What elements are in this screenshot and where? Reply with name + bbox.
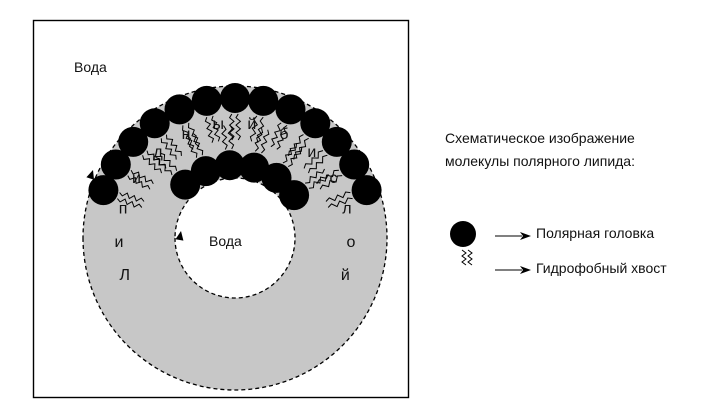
outer-lipid-tail xyxy=(182,125,194,150)
outer-lipid-tail xyxy=(316,169,339,185)
outer-lipid-tail xyxy=(325,191,351,202)
outer-lipid-tail xyxy=(235,113,242,141)
inner-lipid-tail xyxy=(254,127,264,152)
outer-lipid-head xyxy=(339,149,370,180)
outer-lipid-tail xyxy=(293,137,309,160)
outer-lipid-tail xyxy=(319,175,343,190)
inner-layer-arrow xyxy=(175,231,184,241)
outer-lipid-tail xyxy=(270,122,282,148)
outer-lipid-head xyxy=(191,85,222,116)
outer-lipid-tail xyxy=(166,134,182,156)
bilayer-label-letter: и xyxy=(307,144,316,161)
inner-lipid-head xyxy=(190,156,221,187)
legend-polar-head-label: Полярная головка xyxy=(536,225,655,241)
diagram-frame xyxy=(32,19,410,399)
outer-lipid-tail xyxy=(276,124,288,150)
outer-lipid-tail xyxy=(249,115,258,142)
legend-title-line-1: Схематическое изображение xyxy=(445,130,635,146)
outer-lipid-head xyxy=(100,149,131,180)
bilayer-label-letter: п xyxy=(119,201,128,218)
outer-lipid-tail xyxy=(130,169,154,185)
bilayer-label-letter: д xyxy=(153,144,163,161)
outer-lipid-tail xyxy=(127,175,151,190)
outer-lipid-head xyxy=(300,108,331,139)
outer-lipid-tail xyxy=(308,154,328,174)
outer-lipid-tail xyxy=(204,117,215,143)
bilayer-label-letter: й xyxy=(247,116,256,133)
outer-lipid-tail xyxy=(256,116,265,143)
legend-polar-head-icon xyxy=(450,221,476,247)
inner-lipid-tail xyxy=(287,146,303,168)
inner-lipid-tail xyxy=(192,132,204,156)
bilayer-label-letter: б xyxy=(279,126,288,143)
inner-lipid-tail xyxy=(227,124,235,150)
outer-layer-arrow xyxy=(86,170,94,180)
arrow-icon xyxy=(495,232,531,240)
inner-lipid-tail xyxy=(282,143,297,164)
outer-lipid-tail xyxy=(142,155,162,174)
inner-lipid-tail xyxy=(160,152,178,171)
bilayer-label-letter: и xyxy=(132,170,141,187)
bilayer-label-letter: н xyxy=(182,126,191,143)
outer-lipid-tail xyxy=(327,197,353,208)
inner-lipid-head xyxy=(214,150,245,181)
outer-lipid-head xyxy=(275,94,306,125)
inner-lipid-tail xyxy=(305,168,325,184)
legend-tail-icon xyxy=(461,249,473,266)
legend-title-line-2: молекулы полярного липида: xyxy=(445,153,635,169)
outer-lipid-head xyxy=(351,175,382,206)
inner-lipid-tail xyxy=(308,173,329,189)
outer-lipid-tail xyxy=(187,122,200,148)
bilayer-label-letter: ы xyxy=(212,116,224,133)
hydrophobic-tails xyxy=(117,113,353,208)
inner-lipid-tail xyxy=(260,129,270,154)
bilayer-label-letter: л xyxy=(342,201,351,218)
outer-lipid-head xyxy=(118,126,149,157)
inner-lipid-tail xyxy=(186,135,198,158)
inner-lipid-tail xyxy=(155,157,173,176)
outer-lipid-tail xyxy=(119,192,145,202)
outer-lipid-head xyxy=(164,94,195,125)
arrow-icon xyxy=(495,266,531,274)
outer-lipid-head xyxy=(220,83,250,113)
outer-lipid-head xyxy=(139,108,170,139)
inner-lipid-tail xyxy=(221,125,228,150)
outer-lipid-tail xyxy=(303,150,324,169)
bilayer-label-letter: й xyxy=(341,267,350,284)
outer-lipid-tail xyxy=(211,115,221,142)
water-outer-label: Вода xyxy=(74,59,107,75)
water-inner-label: Вода xyxy=(209,233,242,249)
inner-lipid-head xyxy=(279,180,310,211)
outer-lipid-head xyxy=(321,126,352,157)
outer-lipid-tail xyxy=(288,134,304,156)
outer-lipid-tail xyxy=(117,198,143,208)
outer-lipid-tail xyxy=(228,113,235,141)
polar-heads xyxy=(88,83,382,211)
bilayer-label-letter: и xyxy=(115,234,124,251)
legend-tail-label: Гидрофобный хвост xyxy=(536,260,667,276)
outer-lipid-head xyxy=(88,175,119,206)
bilayer-label-letter: с xyxy=(330,170,338,187)
bilayer-label-letter: о xyxy=(347,234,356,251)
outer-lipid-head xyxy=(248,85,279,116)
direction-arrows xyxy=(86,170,184,241)
bilayer-label-letter: Л xyxy=(119,267,130,284)
inner-lipid-head xyxy=(239,152,270,183)
outer-lipid-tail xyxy=(160,138,177,160)
